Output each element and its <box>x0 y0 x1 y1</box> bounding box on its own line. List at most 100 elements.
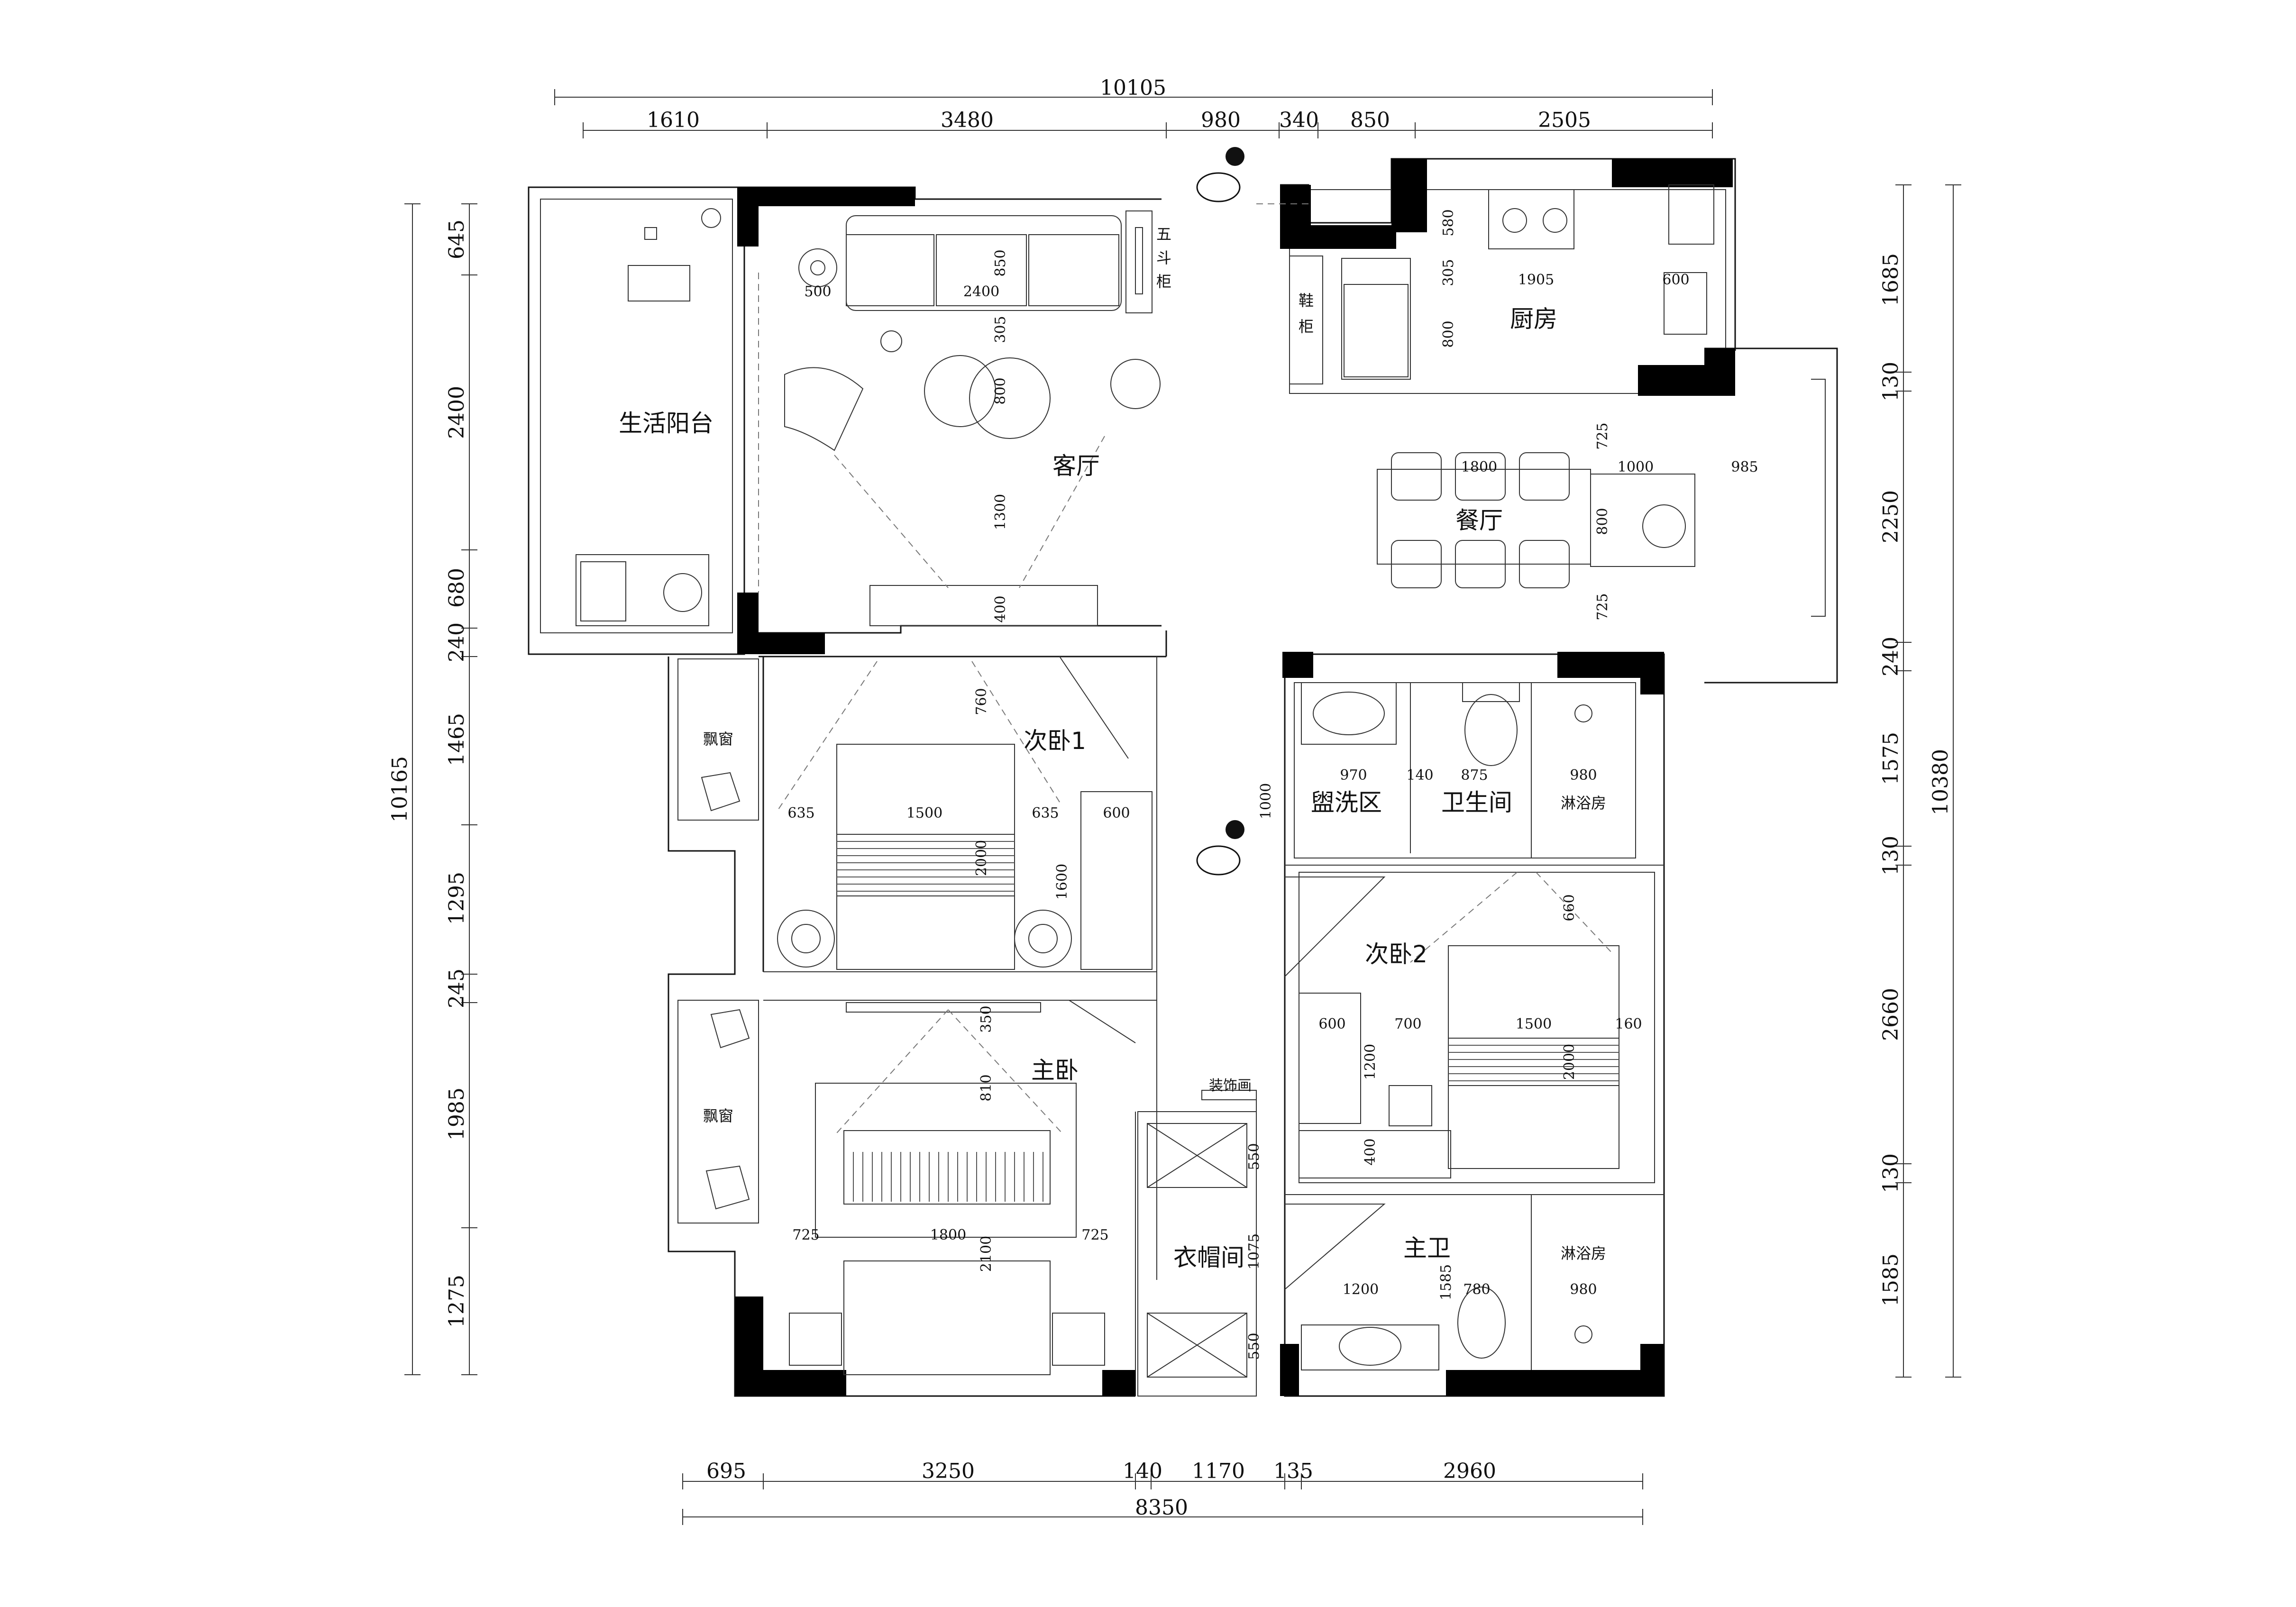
dim-wash-4: 980 <box>1570 767 1597 784</box>
room-bedroom3: 次卧2 <box>1365 940 1427 968</box>
dim-top-1: 1610 <box>647 108 700 132</box>
dim-top-6: 2505 <box>1538 108 1591 132</box>
dim-wash-2: 140 <box>1406 767 1433 784</box>
entrance-marker <box>1196 147 1244 876</box>
dim-mbath-3: 780 <box>1463 1281 1490 1298</box>
room-bedroom2: 次卧1 <box>1024 727 1086 755</box>
dimension-top: 10105 1610 3480 980 340 850 2505 <box>554 76 1713 138</box>
dim-bed1-5: 600 <box>1103 805 1130 822</box>
room-master: 主卧 <box>1031 1057 1079 1084</box>
dim-sofa-depth: 850 <box>992 249 1009 276</box>
furniture <box>576 184 1714 1378</box>
dim-bottom-4: 1170 <box>1192 1459 1245 1483</box>
dim-bed1-1: 760 <box>973 688 990 715</box>
room-kitchen: 厨房 <box>1510 305 1557 333</box>
dim-bed3-2: 600 <box>1318 1016 1345 1032</box>
dim-kitchen-3: 1905 <box>1518 272 1554 288</box>
dim-dining-1: 725 <box>1594 422 1611 449</box>
dim-top-4: 340 <box>1279 108 1319 132</box>
room-closet: 衣帽间 <box>1173 1244 1244 1271</box>
dim-wash-3: 875 <box>1461 767 1488 784</box>
dim-bed1-4: 635 <box>1032 805 1059 822</box>
room-dining: 餐厅 <box>1455 507 1503 534</box>
dim-kitchen-4: 600 <box>1662 272 1689 288</box>
dim-right-9: 1585 <box>1879 1253 1903 1306</box>
dimension-left: 645 2400 680 240 1465 1295 245 1985 1275… <box>388 203 477 1375</box>
dim-left-6: 1295 <box>445 872 469 925</box>
dim-left-9: 1275 <box>445 1275 469 1328</box>
dim-bottom-6: 2960 <box>1443 1459 1496 1483</box>
dim-kitchen-5: 800 <box>1440 320 1457 347</box>
room-wash: 盥洗区 <box>1311 789 1382 816</box>
dim-left-4: 240 <box>445 622 469 662</box>
dim-master-1: 350 <box>978 1005 995 1032</box>
room-bay-window-2: 飘窗 <box>703 1107 733 1125</box>
dim-view: 1300 <box>992 494 1009 530</box>
view-lines <box>758 203 1612 1133</box>
dim-left-8: 1985 <box>445 1087 469 1141</box>
room-master-bath: 主卫 <box>1403 1234 1451 1262</box>
dim-closet-3: 550 <box>1246 1333 1262 1360</box>
label-decor: 装饰画 <box>1209 1077 1252 1094</box>
dim-master-6: 2100 <box>978 1236 995 1272</box>
dim-right-8: 130 <box>1879 1153 1903 1193</box>
dim-top-total: 10105 <box>1100 76 1166 100</box>
dim-bed3-7: 1200 <box>1362 1044 1379 1080</box>
dim-left-7: 245 <box>445 968 469 1008</box>
dim-master-4: 1800 <box>930 1227 966 1243</box>
dim-bottom-total: 8350 <box>1135 1496 1188 1520</box>
dim-bed1-7: 1600 <box>1054 864 1070 900</box>
dim-bottom-5: 135 <box>1273 1459 1313 1483</box>
label-shoe-2: 柜 <box>1299 318 1314 336</box>
dim-bottom-1: 695 <box>706 1459 746 1483</box>
dim-dining-4: 985 <box>1731 459 1758 475</box>
dim-right-2: 130 <box>1879 362 1903 402</box>
dim-top-3: 980 <box>1201 108 1241 132</box>
walls <box>528 158 1838 1397</box>
dim-wash-5: 1000 <box>1258 783 1274 819</box>
dimension-right: 1685 130 2250 240 1575 130 2660 130 1585… <box>1879 184 1961 1378</box>
dim-bed3-4: 1500 <box>1516 1016 1552 1032</box>
dim-sofa-width: 2400 <box>963 283 999 300</box>
dim-table: 800 <box>992 377 1009 404</box>
dim-top-5: 850 <box>1350 108 1390 132</box>
room-labels: 生活阳台 客厅 厨房 餐厅 次卧1 飘窗 飘窗 主卧 盥洗区 卫生间 淋浴房 次… <box>619 225 1606 1271</box>
label-chest-2: 斗 <box>1156 249 1171 267</box>
dimension-bottom: 695 3250 140 1170 135 2960 8350 <box>682 1459 1643 1525</box>
dim-bed3-1: 660 <box>1561 894 1578 921</box>
dim-bed1-3: 1500 <box>906 805 942 822</box>
room-balcony: 生活阳台 <box>619 410 713 437</box>
dim-right-6: 130 <box>1879 836 1903 876</box>
dim-bed3-3: 700 <box>1394 1016 1421 1032</box>
dim-tv-gap: 305 <box>992 316 1009 343</box>
dim-kitchen-2: 305 <box>1440 259 1457 286</box>
dim-mbath-1: 1200 <box>1343 1281 1379 1298</box>
label-chest-1: 五 <box>1156 225 1171 243</box>
dim-dining-6: 725 <box>1594 593 1611 620</box>
dim-right-4: 240 <box>1879 637 1903 676</box>
dim-top-2: 3480 <box>941 108 994 132</box>
dim-wash-1: 970 <box>1340 767 1367 784</box>
dim-dining-5: 800 <box>1594 508 1611 535</box>
dim-bed1-6: 2000 <box>973 840 990 876</box>
dim-tv: 400 <box>992 595 1009 622</box>
room-toilet: 卫生间 <box>1441 789 1512 816</box>
dim-master-3: 725 <box>792 1227 819 1243</box>
dim-master-2: 810 <box>978 1074 995 1101</box>
dim-dining-2: 1800 <box>1461 459 1497 475</box>
dim-bed3-6: 2000 <box>1561 1044 1578 1080</box>
dim-left-3: 680 <box>445 568 469 608</box>
dim-bed3-5: 160 <box>1615 1016 1642 1032</box>
dim-left-2: 2400 <box>445 386 469 439</box>
dim-left-total: 10165 <box>388 756 412 822</box>
dim-closet-1: 550 <box>1246 1143 1262 1170</box>
label-chest-3: 柜 <box>1156 273 1171 291</box>
dim-bed3-8: 400 <box>1362 1138 1379 1165</box>
dim-closet-2: 1075 <box>1246 1233 1262 1269</box>
dim-bottom-2: 3250 <box>922 1459 975 1483</box>
room-shower-2: 淋浴房 <box>1561 1244 1606 1262</box>
dim-mbath-4: 980 <box>1570 1281 1597 1298</box>
structural-columns <box>735 159 1735 1396</box>
room-shower-1: 淋浴房 <box>1561 794 1606 812</box>
